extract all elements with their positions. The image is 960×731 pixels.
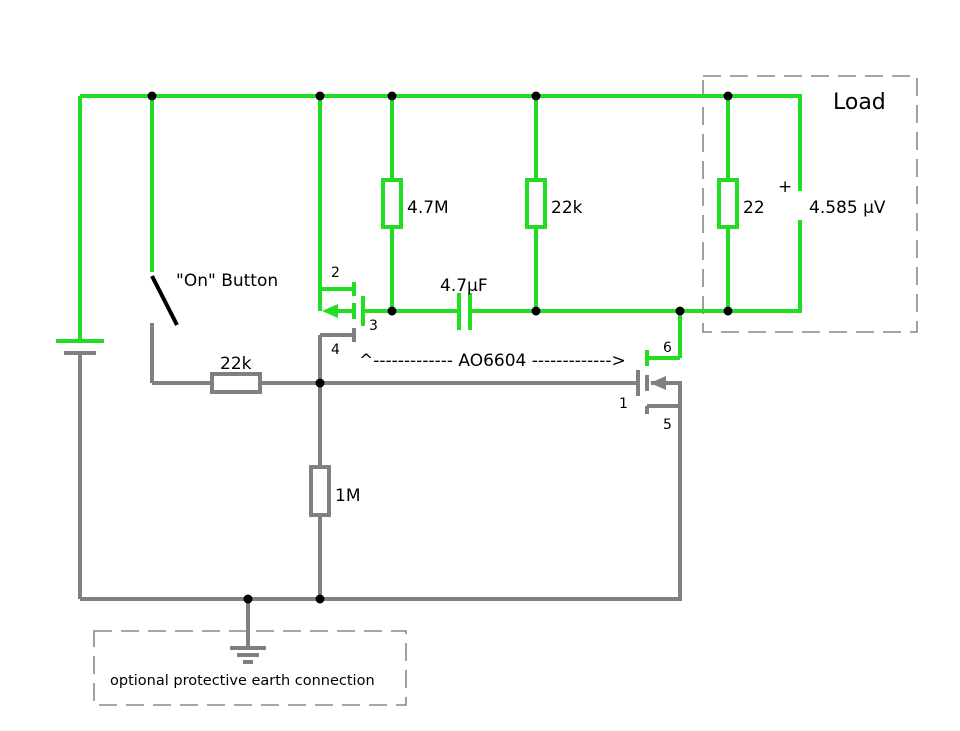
- resistor-4.7M: [381, 178, 403, 229]
- on-button-label: "On" Button: [176, 271, 278, 291]
- pin-6-label: 6: [663, 340, 672, 356]
- meter-value: 4.585 μV: [809, 198, 886, 218]
- r-22-load-label: 22: [743, 198, 765, 218]
- mosfet1-arrow: [322, 304, 338, 318]
- pin-1-label: 1: [619, 396, 628, 412]
- load-title: Load: [833, 90, 886, 115]
- resistor-22k-top: [525, 178, 547, 229]
- pin-4-label: 4: [331, 342, 340, 358]
- load-box: [702, 75, 918, 333]
- r-4.7M-label: 4.7M: [407, 198, 449, 218]
- mosfet-part-label: ^------------- AO6604 ------------->: [359, 351, 626, 371]
- pin-2-label: 2: [331, 265, 340, 281]
- resistor-22-load: [717, 178, 739, 229]
- junctions: [147, 91, 733, 604]
- r-22k-top-label: 22k: [551, 198, 583, 218]
- earth-caption: optional protective earth connection: [110, 673, 375, 689]
- pin-3-label: 3: [369, 318, 378, 334]
- mosfet2-arrow: [650, 376, 666, 390]
- on-button-switch[interactable]: [150, 275, 179, 326]
- meter-plus-sign: +: [778, 177, 792, 197]
- capacitor-label: 4.7μF: [440, 276, 488, 296]
- r-1M-label: 1M: [335, 486, 360, 506]
- energized-net: [56, 94, 802, 366]
- r-22k-switch-label: 22k: [220, 354, 252, 374]
- earth-box: [93, 630, 407, 706]
- resistor-22k-switch: [210, 372, 262, 394]
- pin-5-label: 5: [663, 417, 672, 433]
- resistor-1M: [309, 465, 331, 517]
- deenergized-net: [64, 323, 682, 664]
